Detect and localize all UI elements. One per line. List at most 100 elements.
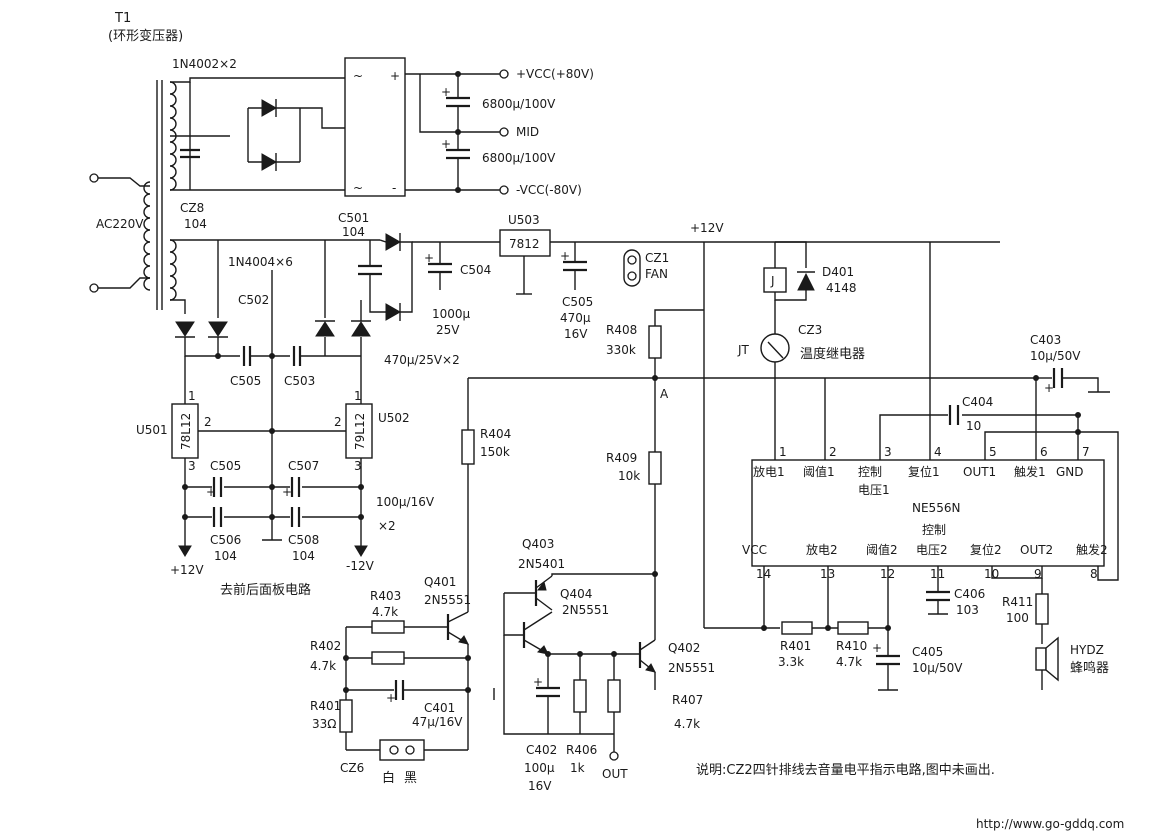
c402-value1: 100μ (524, 761, 555, 775)
u503-regulator (499, 229, 551, 257)
c506-ref: C506 (210, 533, 241, 547)
watermark: http://www.go-gddq.com (976, 817, 1124, 831)
c507-ref: C507 (288, 459, 319, 473)
svg-text:+: + (1044, 381, 1054, 395)
node-a: A (660, 387, 669, 401)
q402-value: 2N5551 (668, 661, 715, 675)
r401-base (339, 699, 353, 733)
r401-base-value: 33Ω (312, 717, 336, 731)
ne556-top-pin-3: 3 (884, 445, 892, 459)
vcc-neg-terminal[interactable] (499, 185, 509, 195)
svg-text:+: + (206, 485, 216, 499)
transformer-t1 (143, 80, 177, 310)
cz6-ref: CZ6 (340, 761, 364, 775)
ne556-top-pin-5: 5 (989, 445, 997, 459)
ne556-top-pin-1: 1 (779, 445, 787, 459)
r404-value: 150k (480, 445, 510, 459)
out-terminal[interactable] (609, 751, 619, 761)
r411-ref: R411 (1002, 595, 1033, 609)
r403-ref: R403 (370, 589, 401, 603)
ne556-bottom-pin-9: 9 (1034, 567, 1042, 581)
q404-ref: Q404 (560, 587, 592, 601)
rectifier-diode-pair (247, 99, 345, 171)
c506-value: 104 (214, 549, 237, 563)
c505-reg-ref: C505 (210, 459, 241, 473)
svg-text:+: + (533, 675, 543, 689)
ac-terminal-bottom[interactable] (89, 283, 99, 293)
r402-ref: R402 (310, 639, 341, 653)
buzzer-ref: HYDZ (1070, 643, 1104, 657)
ne556-top-label-7: GND (1056, 465, 1084, 479)
u501-ref: U501 (136, 423, 168, 437)
c404-ref: C404 (962, 395, 993, 409)
q401-ref: Q401 (424, 575, 456, 589)
r406-ref: R406 (566, 743, 597, 757)
c406-value: 103 (956, 603, 979, 617)
r410-value: 4.7k (836, 655, 862, 669)
c508-value: 104 (292, 549, 315, 563)
c401-value: 47μ/16V (412, 715, 463, 729)
r411 (1035, 593, 1049, 625)
c401-ref: C401 (424, 701, 455, 715)
cz6-white: 白 (382, 770, 395, 786)
out-label: OUT (602, 767, 628, 781)
to-panel-label: 去前后面板电路 (220, 582, 311, 598)
ne556-bottom-label-13: 放电2 (806, 542, 838, 557)
ne556-name: NE556N (912, 501, 960, 515)
relay-coil (763, 267, 787, 293)
u503-ref: U503 (508, 213, 540, 227)
r411-value: 100 (1006, 611, 1029, 625)
r409-value: 10k (618, 469, 640, 483)
u501-pin2: 2 (204, 415, 212, 429)
c504-ref: C504 (460, 263, 491, 277)
vcc-pos-label: +VCC(+80V) (516, 67, 594, 81)
cz8-capacitor (180, 148, 200, 159)
c505-ref: C505 (562, 295, 593, 309)
vcc-pos-terminal[interactable] (499, 69, 509, 79)
bridge-ac-top: ~ (353, 69, 363, 83)
svg-text:+: + (441, 137, 451, 151)
c504-value1: 1000μ (432, 307, 471, 321)
plus12-output: +12V (170, 563, 204, 577)
q403-ref: Q403 (522, 537, 554, 551)
mid-terminal[interactable] (499, 127, 509, 137)
svg-text:+: + (560, 249, 570, 263)
buzzer (1035, 647, 1047, 671)
c502-label: C502 (238, 293, 269, 307)
c503-ref: C503 (284, 374, 315, 388)
u501-regulator (171, 403, 199, 459)
bridge-plus: + (390, 69, 400, 83)
filter-cap-lower-label: 6800μ/100V (482, 151, 556, 165)
ne556-top-label-5: OUT1 (963, 465, 996, 479)
bridge-diode-label: 1N4002×2 (172, 57, 237, 71)
svg-text:+: + (441, 85, 451, 99)
cz6-connector[interactable] (379, 739, 425, 761)
bridge-ac-bottom: ~ (353, 181, 363, 195)
r401-timer-ref: R401 (780, 639, 811, 653)
mid-label: MID (516, 125, 539, 139)
r406-value: 1k (570, 761, 585, 775)
q403-value: 2N5401 (518, 557, 565, 571)
c405-value: 10μ/50V (912, 661, 963, 675)
r407 (607, 679, 621, 713)
r410-ref: R410 (836, 639, 867, 653)
c505-lower-ref: C505 (230, 374, 261, 388)
cz1-value: FAN (645, 267, 668, 281)
r402 (371, 651, 405, 665)
r406 (573, 679, 587, 713)
q403-transistor (534, 575, 553, 611)
ac-terminal-top[interactable] (89, 173, 99, 183)
c508-ref: C508 (288, 533, 319, 547)
u501-pin3: 3 (188, 459, 196, 473)
r404 (461, 429, 475, 465)
ne556-bottom-label-8: 触发2 (1076, 542, 1108, 557)
cz1-ref: CZ1 (645, 251, 669, 265)
svg-text:+: + (424, 251, 434, 265)
svg-text:+: + (386, 691, 396, 705)
q404-value: 2N5551 (562, 603, 609, 617)
cz8-ref: CZ8 (180, 201, 204, 215)
c403-ref: C403 (1030, 333, 1061, 347)
u503-value: 7812 (509, 237, 540, 251)
jt-label: JT (737, 343, 750, 357)
minus12-output: -12V (346, 559, 375, 573)
